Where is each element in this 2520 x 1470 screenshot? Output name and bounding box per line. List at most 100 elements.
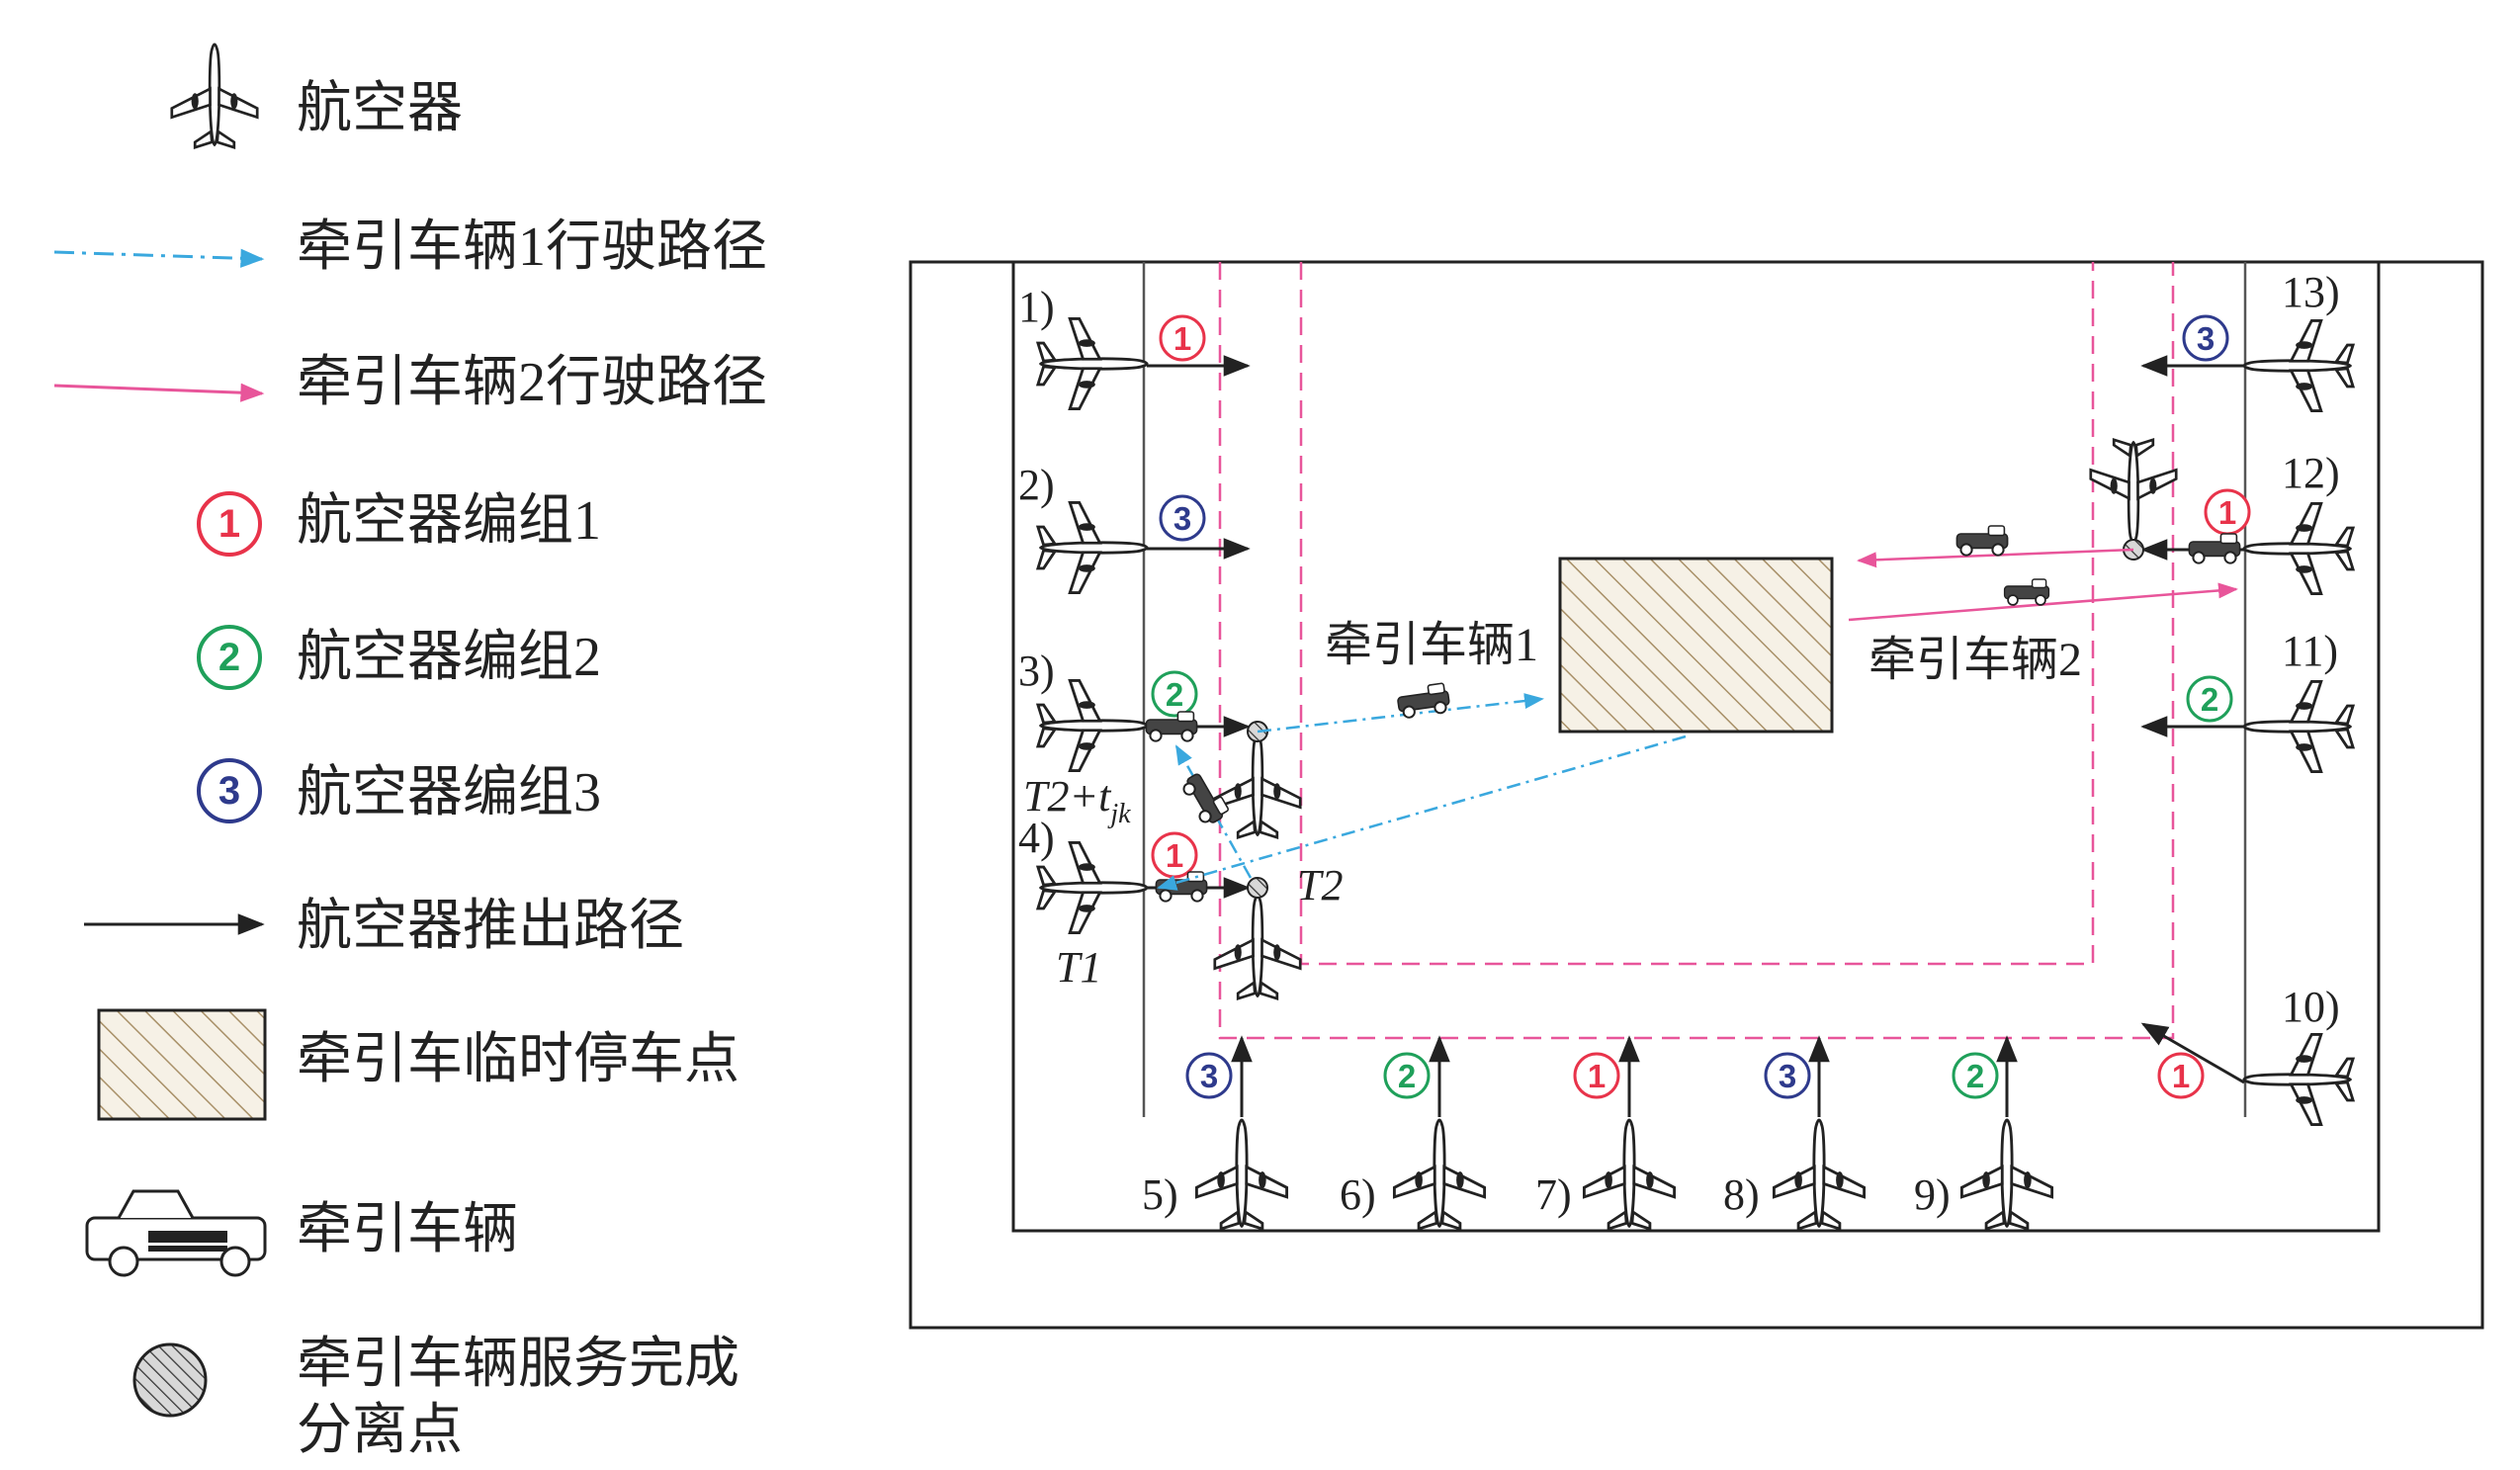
legend-tug1-path-label: 牵引车辆1行驶路径 bbox=[297, 216, 767, 278]
stand-2: 2) 3 bbox=[1018, 461, 1251, 595]
group-badge-number: 1 bbox=[1588, 1058, 1606, 1094]
group-badge-number: 3 bbox=[1173, 500, 1191, 537]
group-badge bbox=[1383, 1052, 1431, 1099]
legend-group1: 1 航空器编组1 bbox=[197, 490, 601, 557]
legend-separation-label-2: 分离点 bbox=[297, 1400, 463, 1461]
group-badge bbox=[1952, 1052, 1999, 1099]
legend-tug2-path-label: 牵引车辆2行驶路径 bbox=[297, 352, 767, 413]
legend-pushback-label: 航空器推出路径 bbox=[297, 896, 684, 957]
tug1-path-sample bbox=[53, 248, 265, 268]
group-badge bbox=[1151, 670, 1198, 718]
aircraft-icon bbox=[1392, 1118, 1487, 1231]
svg-text:T2+tjk: T2+tjk bbox=[1023, 772, 1131, 829]
time-label-t2tjk-base: T2+t bbox=[1023, 772, 1112, 821]
legend-tug-stop: 牵引车临时停车点 bbox=[97, 1008, 739, 1121]
tug2-path-sample bbox=[53, 383, 265, 402]
apron-boundary bbox=[1011, 262, 2381, 1233]
stand-8: 8) 3 bbox=[1723, 1035, 1867, 1231]
stand-label: 9) bbox=[1914, 1170, 1951, 1219]
group-badge bbox=[2182, 314, 2229, 362]
group-badge bbox=[1573, 1052, 1620, 1099]
legend-aircraft: 航空器 bbox=[170, 43, 463, 149]
aircraft-icon bbox=[2242, 501, 2355, 596]
stand-label: 7) bbox=[1535, 1170, 1572, 1219]
legend-aircraft-label: 航空器 bbox=[297, 78, 463, 139]
tug-icon bbox=[1955, 524, 2009, 557]
stand-5: 5) 3 bbox=[1142, 1035, 1289, 1231]
stand-label: 3) bbox=[1018, 647, 1055, 695]
legend-tug-stop-label: 牵引车临时停车点 bbox=[297, 1029, 739, 1090]
group-badge-number: 3 bbox=[1779, 1058, 1796, 1094]
tug-stop-area bbox=[1558, 557, 1834, 734]
group-badge bbox=[1159, 314, 1206, 362]
stand-label: 6) bbox=[1340, 1170, 1376, 1219]
tug-vehicle-icon bbox=[85, 1189, 267, 1277]
stand-label: 8) bbox=[1723, 1170, 1760, 1219]
legend-group1-label: 航空器编组1 bbox=[297, 490, 601, 552]
tug-icon bbox=[1395, 681, 1452, 721]
group-badge bbox=[1764, 1052, 1811, 1099]
aircraft-icon bbox=[1194, 1118, 1289, 1231]
group2-circle-icon bbox=[197, 625, 262, 690]
tug-icon bbox=[1178, 767, 1232, 828]
group-badge-number: 1 bbox=[2218, 494, 2236, 531]
time-label-t1: T1 bbox=[1056, 943, 1101, 992]
group-badge-number: 3 bbox=[2197, 320, 2215, 357]
group-badge-number: 1 bbox=[1166, 837, 1183, 874]
stand-label: 11) bbox=[2282, 627, 2338, 675]
stand-9: 9) 2 bbox=[1914, 1035, 2054, 1231]
stand-3: 3) 2 bbox=[1018, 647, 1251, 773]
legend-separation-label-1: 牵引车辆服务完成 bbox=[297, 1334, 739, 1395]
stand-label: 2) bbox=[1018, 461, 1055, 509]
apron-map: 1) 1 2) 3 3) 2 4) 1 bbox=[909, 260, 2484, 1330]
legend-group2: 2 航空器编组2 bbox=[197, 625, 601, 690]
group3-circle-icon bbox=[197, 758, 262, 823]
aircraft-icon bbox=[2242, 318, 2355, 413]
stand-10: 10) 1 bbox=[2140, 983, 2355, 1127]
legend-group3-label: 航空器编组3 bbox=[297, 762, 601, 823]
group-badge-number: 2 bbox=[1166, 676, 1183, 713]
legend-tug1-path: 牵引车辆1行驶路径 bbox=[53, 216, 767, 278]
group1-number: 1 bbox=[218, 502, 240, 546]
group-badge bbox=[1159, 494, 1206, 542]
stand-label: 4) bbox=[1018, 814, 1055, 862]
group-badge bbox=[2186, 675, 2233, 723]
stand-4: 4) 1 bbox=[1018, 814, 1251, 935]
group-badge-number: 2 bbox=[1398, 1058, 1416, 1094]
time-label-t2tjk: T2+tjk bbox=[1023, 772, 1131, 829]
stand-6: 6) 2 bbox=[1340, 1035, 1487, 1231]
legend-tug: 牵引车辆 bbox=[85, 1189, 518, 1277]
taxiway-outer bbox=[1218, 262, 2175, 1040]
legend-tug2-path: 牵引车辆2行驶路径 bbox=[53, 352, 767, 413]
tug1-path-return bbox=[1174, 744, 1253, 879]
group-badge-number: 1 bbox=[2172, 1058, 2190, 1094]
tug-stop-swatch bbox=[97, 1008, 267, 1121]
tug-icon bbox=[2003, 578, 2050, 606]
legend-pushback: 航空器推出路径 bbox=[84, 896, 684, 957]
outer-boundary bbox=[909, 260, 2484, 1330]
taxiway-inner bbox=[1299, 262, 2095, 966]
aircraft-icon-pushed bbox=[1213, 733, 1302, 839]
legend-separation: 牵引车辆服务完成 分离点 bbox=[132, 1334, 739, 1461]
group2-number: 2 bbox=[218, 636, 240, 679]
group-badge-number: 3 bbox=[1200, 1058, 1218, 1094]
stand-7: 7) 1 bbox=[1535, 1035, 1677, 1231]
group-badge-number: 2 bbox=[1966, 1058, 1984, 1094]
legend-tug-label: 牵引车辆 bbox=[297, 1199, 518, 1260]
stand-label: 13) bbox=[2282, 268, 2340, 316]
tug1-label: 牵引车辆1 bbox=[1325, 619, 1538, 671]
group3-number: 3 bbox=[218, 769, 240, 813]
group1-circle-icon bbox=[197, 491, 262, 557]
aircraft-icon bbox=[1036, 316, 1149, 411]
aircraft-icon bbox=[1582, 1118, 1677, 1231]
aircraft-icon bbox=[170, 43, 259, 149]
stand-label: 12) bbox=[2282, 449, 2340, 497]
group-badge bbox=[2157, 1052, 2205, 1099]
stand-label: 1) bbox=[1018, 283, 1055, 331]
stand-label: 10) bbox=[2282, 983, 2340, 1031]
stand-1: 1) 1 bbox=[1018, 283, 1251, 411]
stand-12: 12) 1 bbox=[2140, 449, 2355, 596]
aircraft-icon bbox=[2242, 1032, 2355, 1127]
separation-point-icon bbox=[132, 1342, 208, 1418]
